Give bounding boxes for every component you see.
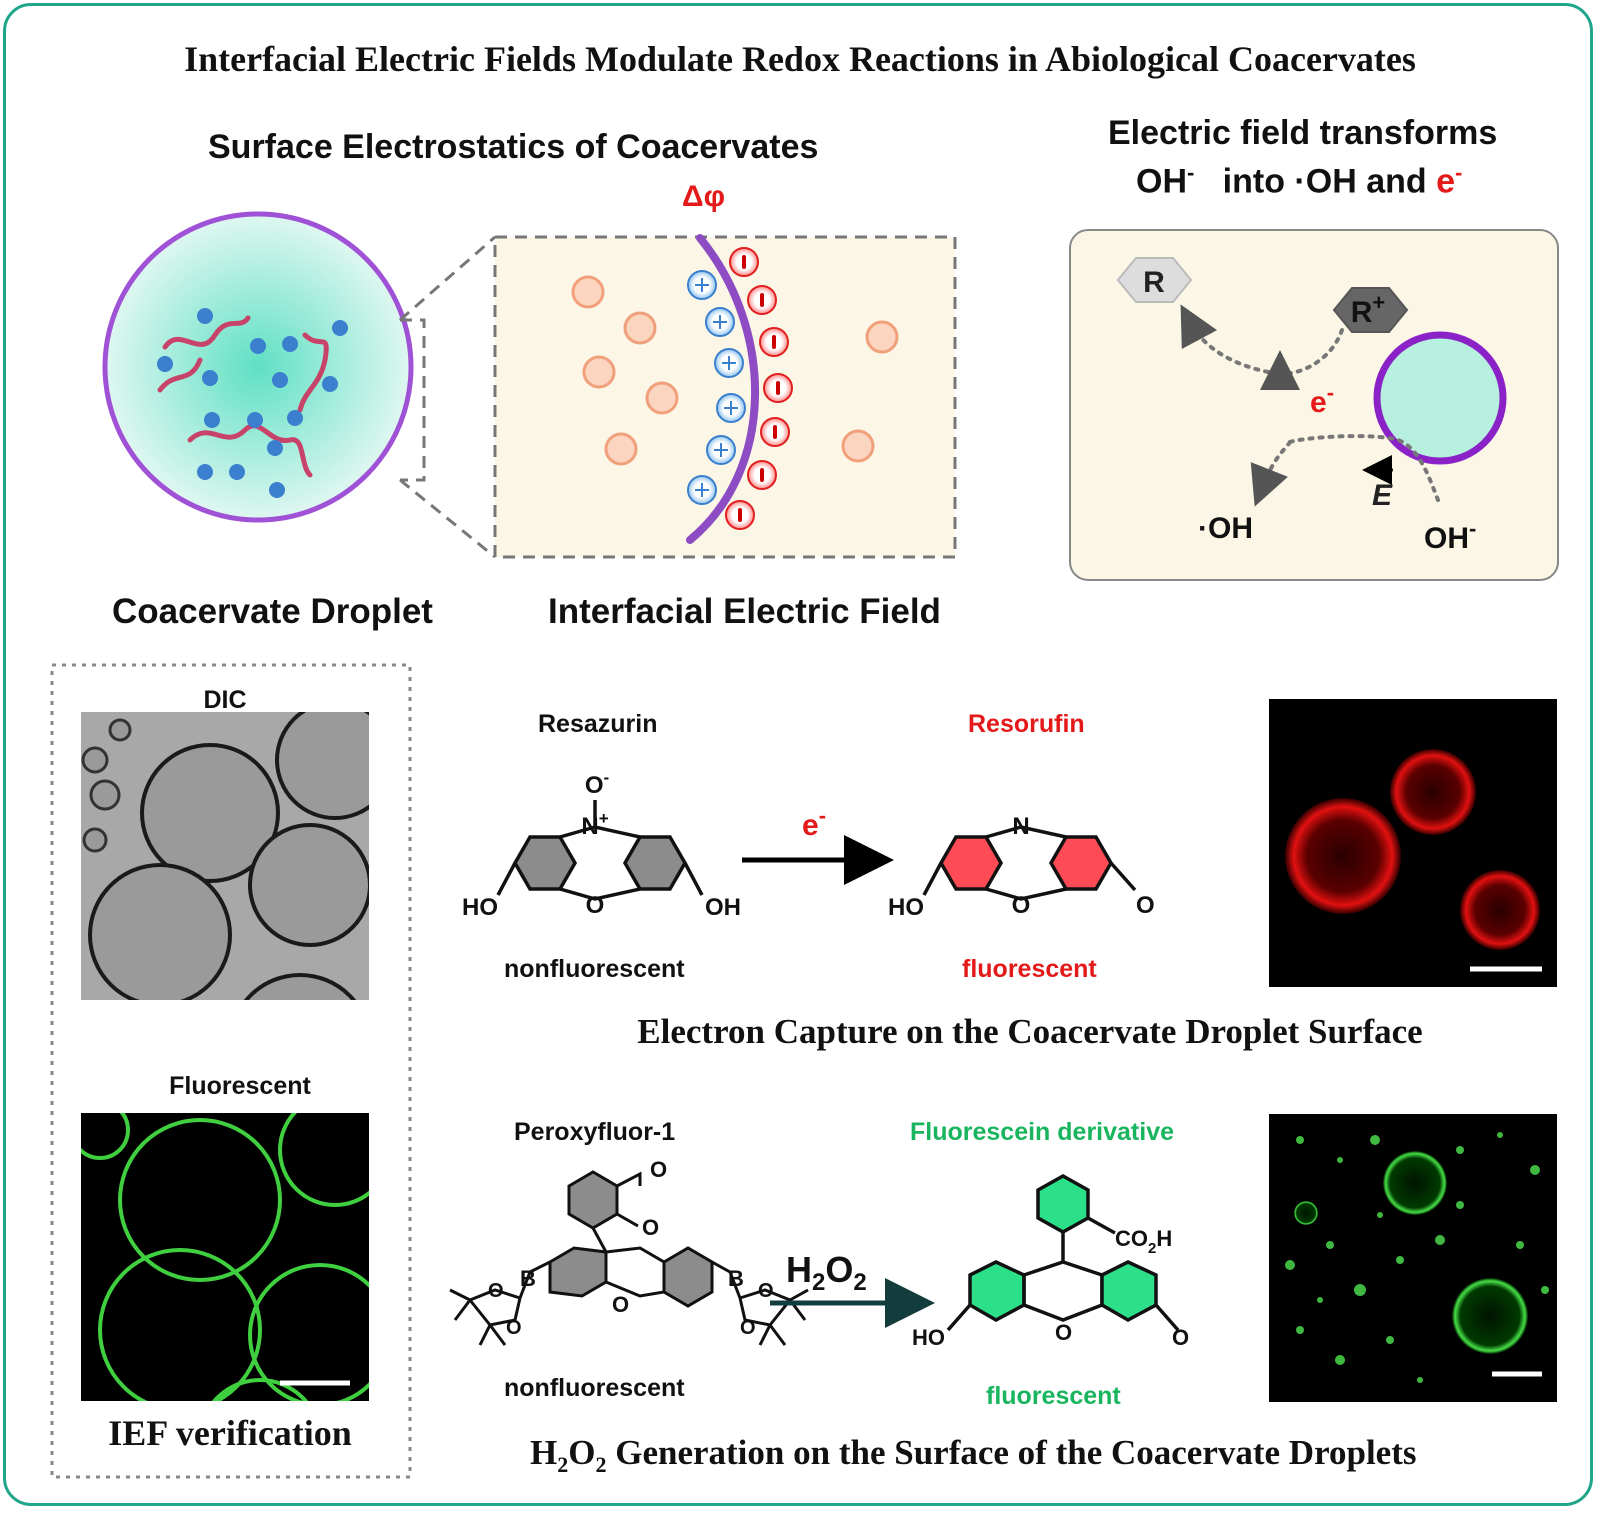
droplet-label: Coacervate Droplet (112, 592, 433, 631)
oh-group: OH (705, 894, 741, 921)
h2o2-reagent: H2O2 (786, 1249, 867, 1296)
transform-heading-line2: OH- into ·OH and e- (1136, 160, 1463, 201)
red-fluorescence-micrograph (1269, 699, 1557, 987)
carboxyl-group: CO2H (1115, 1226, 1172, 1257)
field-label: Interfacial Electric Field (548, 592, 941, 631)
fluorescent-label-1: fluorescent (962, 955, 1097, 983)
dic-label: DIC (203, 686, 247, 714)
xanthene-oxygen: O (612, 1292, 629, 1317)
n-plus-atom: N+ (581, 809, 608, 840)
e-minus-label: e- (1310, 380, 1334, 419)
boronate-oxygen-4: O (740, 1317, 756, 1339)
boronate-oxygen-1: O (488, 1280, 504, 1302)
electron-reagent: e- (802, 803, 826, 842)
resazurin-structure (496, 800, 704, 901)
peroxyfluor-label: Peroxyfluor-1 (514, 1118, 676, 1146)
resazurin-label: Resazurin (538, 710, 658, 738)
lactone-ring-oxygen: O (642, 1215, 659, 1240)
keto-oxygen: O (1136, 892, 1155, 919)
figure-frame (3, 3, 1593, 1506)
transform-heading-line1: Electric field transforms (1108, 114, 1498, 152)
nonfluorescent-label-1: nonfluorescent (504, 955, 685, 983)
resorufin-structure (922, 825, 1137, 901)
transformation-panel: R R+ e- E ·OH OH- (1069, 229, 1559, 581)
peroxyfluor-structure (449, 1170, 809, 1346)
oh-minus-label: OH- (1424, 516, 1476, 555)
green-fluorescence-micrograph (1269, 1114, 1557, 1402)
electron-capture-caption: Electron Capture on the Coacervate Dropl… (637, 1012, 1423, 1051)
o-minus-atom: O- (585, 768, 609, 799)
zoom-lines (399, 235, 496, 559)
delta-phi-label: Δφ (682, 180, 726, 213)
ho-group-3: HO (912, 1325, 945, 1350)
R-label: R (1143, 266, 1165, 299)
E-field-label: E (1372, 479, 1393, 512)
ief-verification-box (50, 663, 412, 1479)
oh-radical-label: ·OH (1198, 512, 1253, 545)
surface-heading: Surface Electrostatics of Coacervates (208, 128, 819, 166)
dic-micrograph (81, 712, 369, 1000)
R-plus-label: R+ (1351, 290, 1386, 329)
fluorescent-micrograph (81, 1113, 369, 1401)
ho-group-2: HO (888, 894, 924, 921)
figure-title: Interfacial Electric Fields Modulate Red… (184, 39, 1416, 79)
fluorescent-label-2: fluorescent (986, 1382, 1121, 1410)
ief-verification-label: IEF verification (108, 1413, 352, 1453)
boron-atom-2: B (728, 1266, 744, 1291)
coacervate-droplet (102, 211, 414, 523)
n-atom: N (1012, 813, 1029, 840)
h2o2-generation-caption: H2O2 Generation on the Surface of the Co… (530, 1433, 1417, 1477)
boronate-oxygen-2: O (506, 1317, 522, 1339)
o-ring-atom-2: O (1012, 892, 1031, 919)
boron-atom-1: B (520, 1266, 536, 1291)
boronate-oxygen-3: O (758, 1280, 774, 1302)
xanthene-oxygen-2: O (1055, 1320, 1072, 1345)
o-ring-atom: O (586, 892, 605, 919)
keto-oxygen-2: O (1172, 1325, 1189, 1350)
lactone-oxygen: O (650, 1157, 667, 1182)
ho-group: HO (462, 894, 498, 921)
fluorescein-derivative-label: Fluorescein derivative (910, 1118, 1175, 1146)
interfacial-field-panel (493, 234, 957, 559)
nonfluorescent-label-2: nonfluorescent (504, 1374, 685, 1402)
fluorescent-label: Fluorescent (169, 1072, 311, 1100)
fluorescein-structure (946, 1173, 1180, 1332)
resorufin-label: Resorufin (968, 710, 1085, 738)
